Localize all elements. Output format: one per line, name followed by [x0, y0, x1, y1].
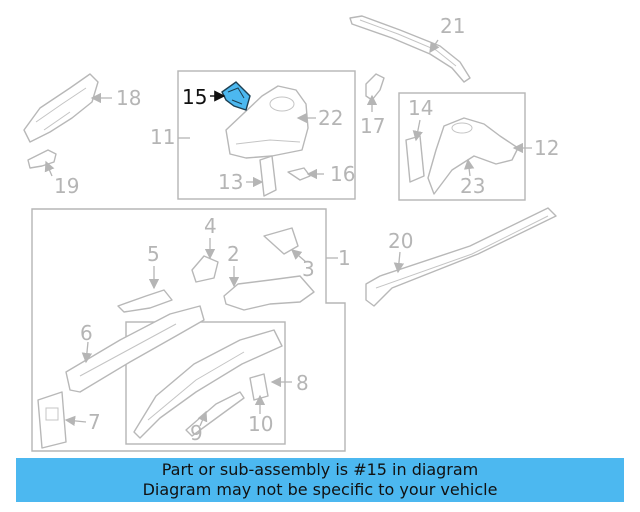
- callout-15: 15: [182, 85, 207, 109]
- callout-1: 1: [338, 246, 351, 270]
- part-19: [27, 149, 57, 169]
- part-20: [365, 207, 557, 307]
- callout-labels: 21 18 19 11 15 22 13 16 17 14 12 23 20 4…: [54, 14, 559, 445]
- parts-diagram: 21 18 19 11 15 22 13 16 17 14 12 23 20 4…: [23, 14, 559, 452]
- part-2: [223, 275, 315, 311]
- callout-4: 4: [204, 214, 217, 238]
- callout-21: 21: [440, 14, 465, 38]
- callout-12: 12: [534, 136, 559, 160]
- callout-10: 10: [248, 412, 273, 436]
- banner-line-2: Diagram may not be specific to your vehi…: [142, 480, 498, 499]
- part-16: [287, 167, 311, 181]
- callout-17: 17: [360, 114, 385, 138]
- callout-14: 14: [408, 96, 433, 120]
- part-6: [65, 305, 205, 393]
- group-box-11: [177, 70, 356, 200]
- group-box-1: [31, 208, 346, 452]
- part-5: [117, 289, 173, 313]
- leaders: [44, 39, 532, 427]
- part-17: [365, 73, 385, 101]
- group-box-12: [398, 92, 526, 201]
- callout-9: 9: [190, 421, 203, 445]
- callout-3: 3: [302, 257, 315, 281]
- part-4: [191, 255, 219, 283]
- callout-2: 2: [227, 242, 240, 266]
- callout-11: 11: [150, 125, 175, 149]
- group-box-8: [125, 321, 286, 445]
- part-3: [263, 227, 299, 255]
- callout-6: 6: [80, 321, 93, 345]
- part-21: [349, 15, 471, 83]
- part-18: [23, 73, 99, 143]
- callout-23: 23: [460, 174, 485, 198]
- callout-8: 8: [296, 371, 309, 395]
- part-14: [405, 135, 425, 183]
- callout-20: 20: [388, 229, 413, 253]
- part-10: [249, 373, 269, 401]
- banner-line-1: Part or sub-assembly is #15 in diagram: [161, 460, 479, 479]
- callout-7: 7: [88, 410, 101, 434]
- callout-16: 16: [330, 162, 355, 186]
- part-7: [37, 391, 67, 449]
- callout-5: 5: [147, 242, 160, 266]
- callout-19: 19: [54, 174, 79, 198]
- part-15-highlighted: [221, 81, 251, 111]
- part-13: [259, 155, 277, 197]
- callout-18: 18: [116, 86, 141, 110]
- part-22: [225, 85, 309, 159]
- callout-13: 13: [218, 170, 243, 194]
- callout-22: 22: [318, 106, 343, 130]
- part-info-banner: Part or sub-assembly is #15 in diagram D…: [16, 458, 624, 502]
- part-8-frame: [133, 329, 283, 439]
